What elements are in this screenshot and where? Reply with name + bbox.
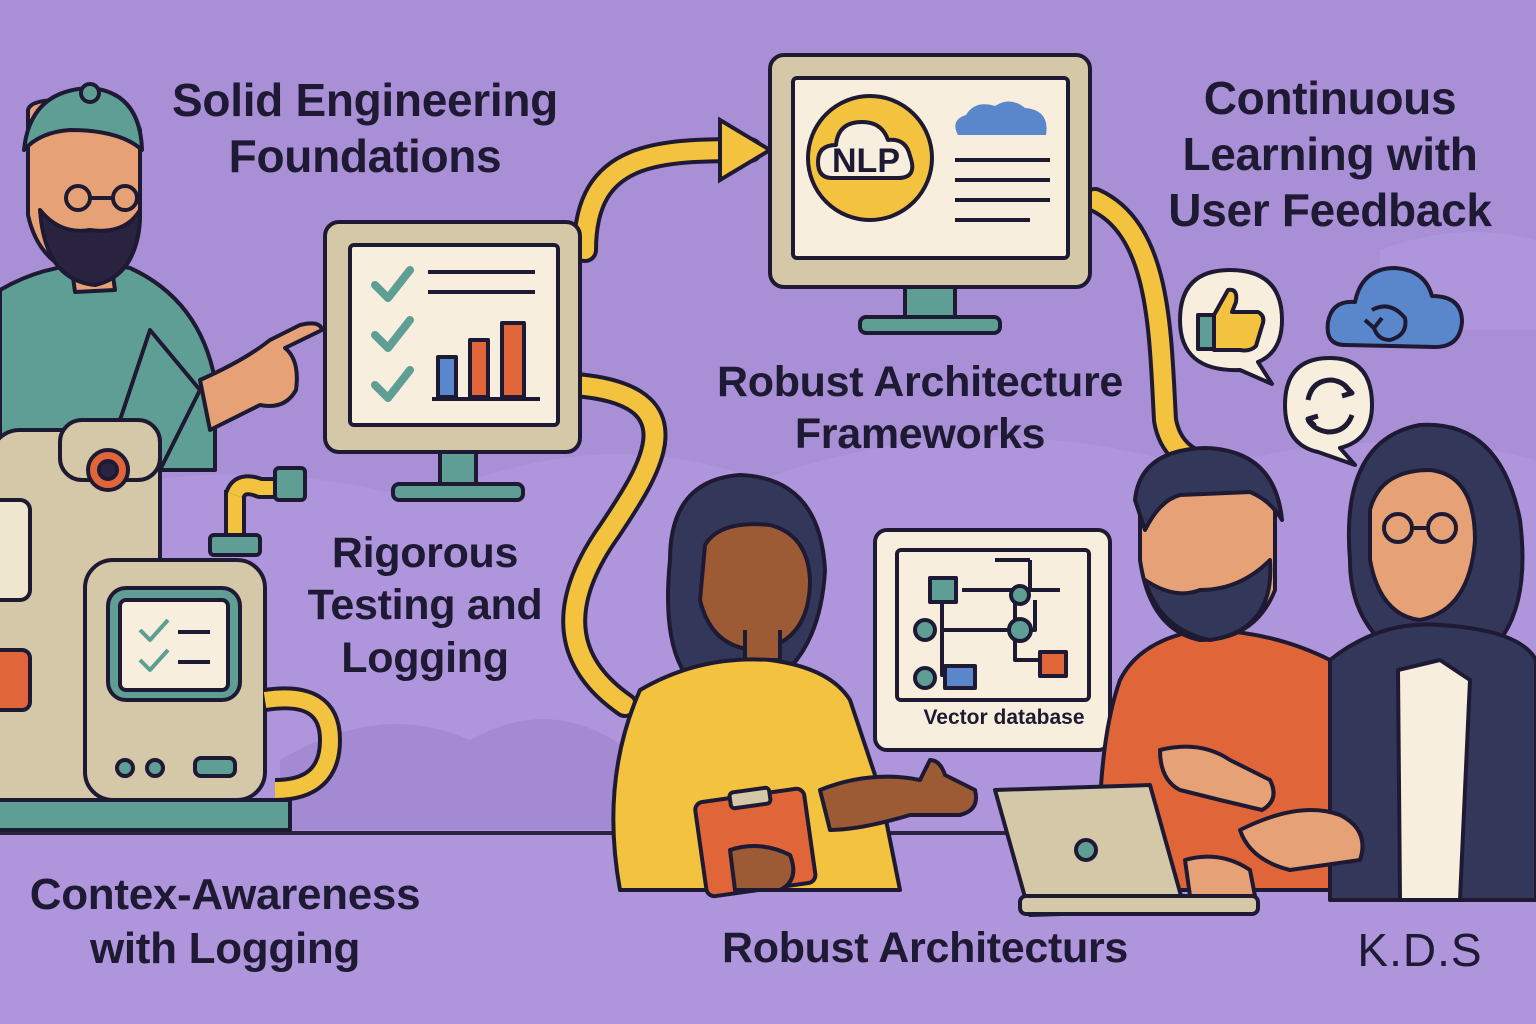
- woman-with-glasses: [1238, 422, 1536, 902]
- rigorous-testing-line-1: Rigorous: [331, 529, 519, 577]
- checkmark-icon: [371, 266, 414, 402]
- text-lines: [955, 158, 1050, 222]
- nlp-badge-text: NLP: [832, 142, 900, 180]
- solid-foundations-label: Solid Engineering Foundations: [150, 72, 580, 184]
- continuous-learning-line-3: User Feedback: [1168, 184, 1492, 237]
- solid-foundations-line-2: Foundations: [228, 130, 502, 183]
- refresh-icon: [1305, 377, 1355, 435]
- continuous-learning-line-2: Learning with: [1182, 128, 1478, 181]
- vector-db-panel: Vector database: [873, 528, 1112, 752]
- cloud-icon: [955, 101, 1047, 135]
- continuous-learning-line-1: Continuous: [1203, 72, 1457, 124]
- robust-frameworks-line-1: Robust Architecture: [716, 358, 1124, 406]
- testing-monitor: [323, 220, 582, 502]
- context-awareness-label: Contex-Awareness with Logging: [10, 868, 440, 975]
- rigorous-testing-line-3: Logging: [341, 633, 509, 682]
- thumbs-up-icon: [1196, 287, 1266, 353]
- robust-frameworks-label: Robust Architecture Frameworks: [680, 356, 1160, 461]
- nlp-cloud-icon: [816, 120, 915, 180]
- rigorous-testing-label: Rigorous Testing and Logging: [285, 527, 565, 684]
- arrow-head-nlp: [718, 116, 774, 184]
- signature-label: K.D.S: [1357, 924, 1483, 976]
- laptop-icon: [993, 783, 1260, 917]
- refresh-bubble: [1283, 356, 1374, 467]
- robust-architectures-label: Robust Architecturs: [721, 924, 1129, 972]
- machinery: [0, 418, 342, 832]
- robust-frameworks-line-2: Frameworks: [794, 410, 1046, 459]
- woman-with-clipboard: [611, 473, 978, 899]
- rigorous-testing-line-2: Testing and: [307, 581, 543, 630]
- continuous-learning-label: Continuous Learning with User Feedback: [1150, 70, 1510, 238]
- text-lines: [428, 270, 535, 294]
- flow-arrows: [561, 116, 1218, 718]
- bar-chart-icon: [432, 321, 540, 401]
- solid-foundations-line-1: Solid Engineering: [172, 74, 558, 126]
- nlp-monitor: NLP: [768, 53, 1092, 335]
- context-awareness-line-1: Contex-Awareness: [29, 870, 421, 919]
- engineer-figure: [0, 82, 324, 472]
- context-awareness-line-2: with Logging: [89, 923, 361, 973]
- feedback-bubbles: [1178, 266, 1464, 467]
- vector-db-caption: Vector database: [923, 706, 1084, 729]
